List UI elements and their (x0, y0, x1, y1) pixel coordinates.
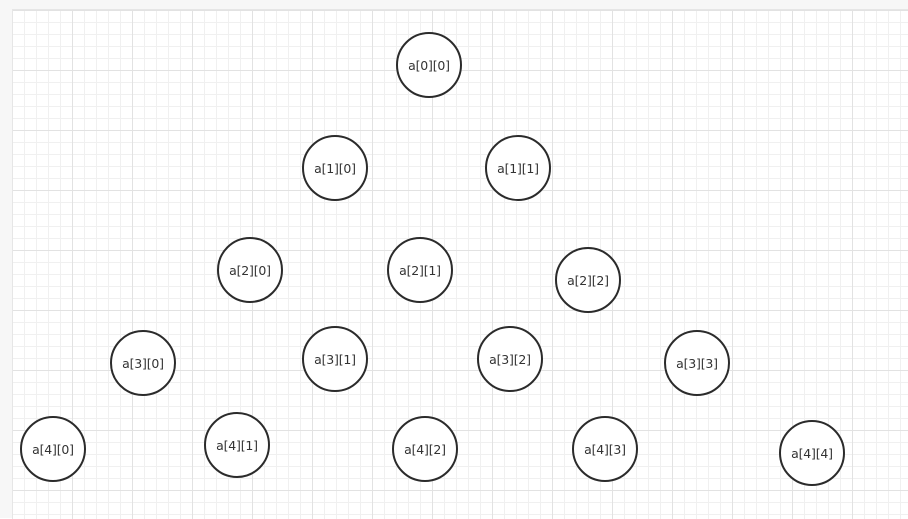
node-a-4-3[interactable]: a[4][3] (572, 416, 638, 482)
node-label: a[4][4] (791, 445, 833, 461)
node-a-1-1[interactable]: a[1][1] (485, 135, 551, 201)
node-a-3-3[interactable]: a[3][3] (664, 330, 730, 396)
node-a-4-1[interactable]: a[4][1] (204, 412, 270, 478)
node-label: a[3][0] (122, 355, 164, 371)
node-a-2-1[interactable]: a[2][1] (387, 237, 453, 303)
node-label: a[1][0] (314, 160, 356, 176)
left-margin (0, 0, 12, 518)
node-a-3-2[interactable]: a[3][2] (477, 326, 543, 392)
node-a-0-0[interactable]: a[0][0] (396, 32, 462, 98)
node-label: a[4][2] (404, 441, 446, 457)
node-a-2-2[interactable]: a[2][2] (555, 247, 621, 313)
node-a-2-0[interactable]: a[2][0] (217, 237, 283, 303)
top-margin (0, 0, 908, 9)
node-label: a[2][2] (567, 272, 609, 288)
node-a-1-0[interactable]: a[1][0] (302, 135, 368, 201)
node-label: a[2][0] (229, 262, 271, 278)
grid-canvas[interactable] (12, 9, 908, 519)
node-label: a[1][1] (497, 160, 539, 176)
node-label: a[4][1] (216, 437, 258, 453)
node-label: a[2][1] (399, 262, 441, 278)
node-label: a[0][0] (408, 57, 450, 73)
node-a-4-4[interactable]: a[4][4] (779, 420, 845, 486)
node-label: a[3][2] (489, 351, 531, 367)
node-label: a[3][1] (314, 351, 356, 367)
node-label: a[4][3] (584, 441, 626, 457)
node-a-4-0[interactable]: a[4][0] (20, 416, 86, 482)
node-a-3-0[interactable]: a[3][0] (110, 330, 176, 396)
node-a-3-1[interactable]: a[3][1] (302, 326, 368, 392)
node-label: a[3][3] (676, 355, 718, 371)
node-a-4-2[interactable]: a[4][2] (392, 416, 458, 482)
node-label: a[4][0] (32, 441, 74, 457)
